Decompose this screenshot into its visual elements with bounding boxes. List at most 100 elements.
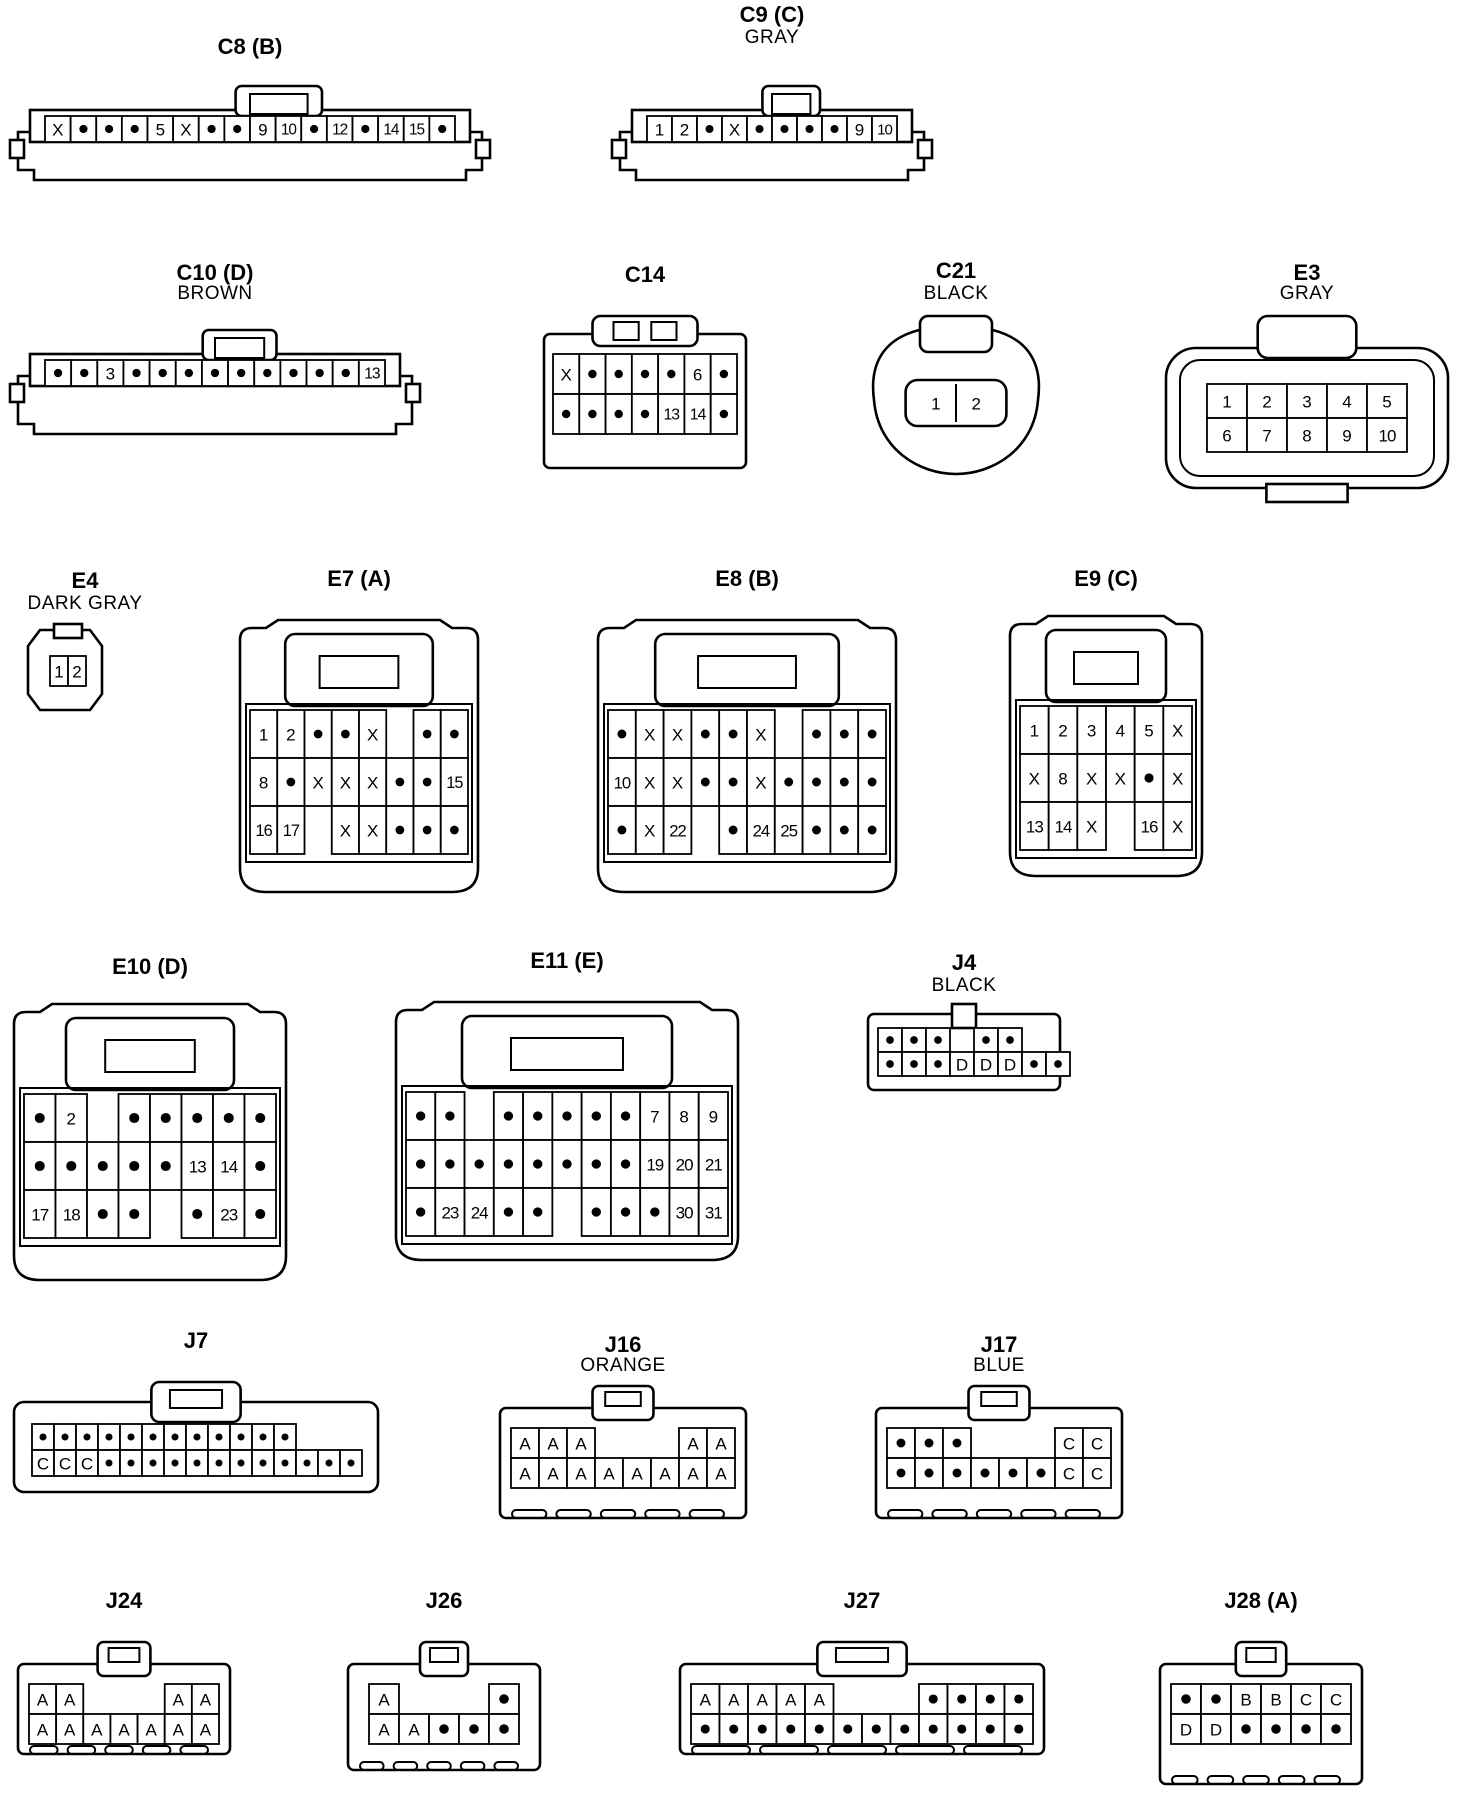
pin-dot xyxy=(812,729,821,739)
pin-dot xyxy=(158,368,167,378)
pin-cell-r0-c1: 2 xyxy=(276,709,306,759)
pin-cell-r2-c0: 16 xyxy=(249,805,279,855)
pin-cell-r0-c4 xyxy=(522,1091,554,1141)
pin-cell-r1-c5: D xyxy=(997,1051,1023,1077)
pin-cell-r1-c0: A xyxy=(510,1457,540,1489)
pin-dot xyxy=(129,1208,140,1220)
pin-cell-r1-c7 xyxy=(801,757,832,807)
pin-label: A xyxy=(757,1691,769,1710)
pin-dot xyxy=(620,1207,631,1217)
pin-cell-r2-c2: 24 xyxy=(463,1187,495,1237)
pin-cell-r0-c4 xyxy=(488,1683,520,1715)
pin-dot xyxy=(843,1724,853,1734)
pin-label: X xyxy=(729,121,740,140)
pin-cell-r2-c0: 17 xyxy=(23,1189,57,1239)
pin-cell-r1-c12 xyxy=(295,1449,319,1477)
pin-dot xyxy=(614,369,623,379)
pin-dot xyxy=(160,1112,171,1124)
pin-cell-r0-c11 xyxy=(1003,1683,1034,1715)
pin-dot xyxy=(215,1459,223,1467)
pin-cell-r0-c0 xyxy=(877,1027,903,1053)
pin-label: 3 xyxy=(1087,722,1096,741)
pin-cell-r1-c6 xyxy=(163,1449,187,1477)
pin-cell-r0-c6 xyxy=(412,709,442,759)
pin-cell-r0-c0 xyxy=(405,1091,437,1141)
pin-cell-r0-c6 xyxy=(197,115,226,143)
pin-label: 5 xyxy=(156,121,165,140)
pin-label: 4 xyxy=(1116,722,1125,741)
pin-cell-r1-c1: C xyxy=(53,1449,77,1477)
pin-label: 14 xyxy=(1055,818,1072,837)
pin-cell-r0-c11 xyxy=(331,359,360,387)
pin-dot xyxy=(1271,1724,1281,1734)
pin-dot xyxy=(562,1159,572,1169)
pin-cell-r1-c5: 14 xyxy=(683,393,712,435)
pin-cell-r1-c1 xyxy=(901,1051,927,1077)
pin-cell-r1-c2: C xyxy=(75,1449,99,1477)
pin-dot xyxy=(315,368,324,378)
pin-label: 2 xyxy=(680,121,689,140)
pin-label: 13 xyxy=(189,1158,206,1177)
pin-cell-r1-c1: A xyxy=(538,1457,568,1489)
pin-cell-r1-c10 xyxy=(975,1713,1006,1745)
pin-dot xyxy=(503,1159,514,1169)
pin-label: 12 xyxy=(332,122,348,139)
pin-dot xyxy=(303,1459,311,1467)
pin-label: C xyxy=(1063,1435,1075,1454)
pin-cell-r1-c5: X xyxy=(1162,753,1193,803)
pin-cell-r1-c0: 8 xyxy=(249,757,279,807)
pin-cell-r0-c2 xyxy=(95,115,123,143)
connector-name: E9 (C) xyxy=(1074,566,1138,591)
pin-cell-r1-c2: 8 xyxy=(1286,417,1328,453)
connector-color: ORANGE xyxy=(580,1355,666,1376)
pin-cell-r0-c0: A xyxy=(510,1427,540,1459)
pin-cell-r1-c2 xyxy=(86,1141,120,1191)
pin-dot xyxy=(439,1724,449,1734)
connector-name: J28 (A) xyxy=(1224,1588,1298,1613)
pin-dot xyxy=(620,1111,631,1121)
pin-dot xyxy=(79,124,88,134)
pin-dot xyxy=(286,777,296,787)
pin-dot xyxy=(309,124,319,134)
pin-label: A xyxy=(814,1691,826,1710)
connector-color: BLACK xyxy=(931,975,997,996)
pin-dot xyxy=(445,1159,455,1169)
pin-cell-r1-c4: X xyxy=(358,757,388,807)
pin-cell-r0-c1 xyxy=(53,1423,77,1451)
pin-cell-r2-c6: 23 xyxy=(212,1189,246,1239)
pin-label: 13 xyxy=(364,366,381,383)
pin-cell-r0-c12: 13 xyxy=(357,359,386,387)
pin-cell-r1-c11 xyxy=(1003,1713,1034,1745)
pin-cell-r0-c6: A xyxy=(190,1683,220,1715)
connector-name: E4 xyxy=(71,568,99,593)
pin-dot xyxy=(499,1694,509,1704)
pin-dot xyxy=(705,125,714,133)
pin-cell-r2-c6: 25 xyxy=(773,805,804,855)
pin-label: X xyxy=(672,774,683,793)
pin-cell-r1-c3 xyxy=(117,1141,151,1191)
pin-dot xyxy=(729,1724,739,1734)
pin-cell-r1-c5 xyxy=(1026,1457,1056,1489)
pin-cell-r0-c3 xyxy=(492,1091,524,1141)
connector-color: BLUE xyxy=(973,1355,1025,1376)
pin-cell-r0-c0 xyxy=(886,1427,916,1459)
pin-dot xyxy=(313,729,323,739)
pin-cell-r0-c5 xyxy=(174,359,203,387)
pin-cell-r2-c7 xyxy=(610,1187,642,1237)
pin-label: 1 xyxy=(54,663,63,682)
pin-label: C xyxy=(1091,1465,1103,1484)
pin-cell-r0-c10 xyxy=(251,1423,275,1451)
pin-dot xyxy=(1014,1724,1024,1734)
pin-label: 10 xyxy=(1379,427,1396,446)
pin-label: 2 xyxy=(1262,393,1271,412)
pin-dot xyxy=(1014,1694,1024,1704)
pin-cell-r0-c2 xyxy=(696,115,723,143)
